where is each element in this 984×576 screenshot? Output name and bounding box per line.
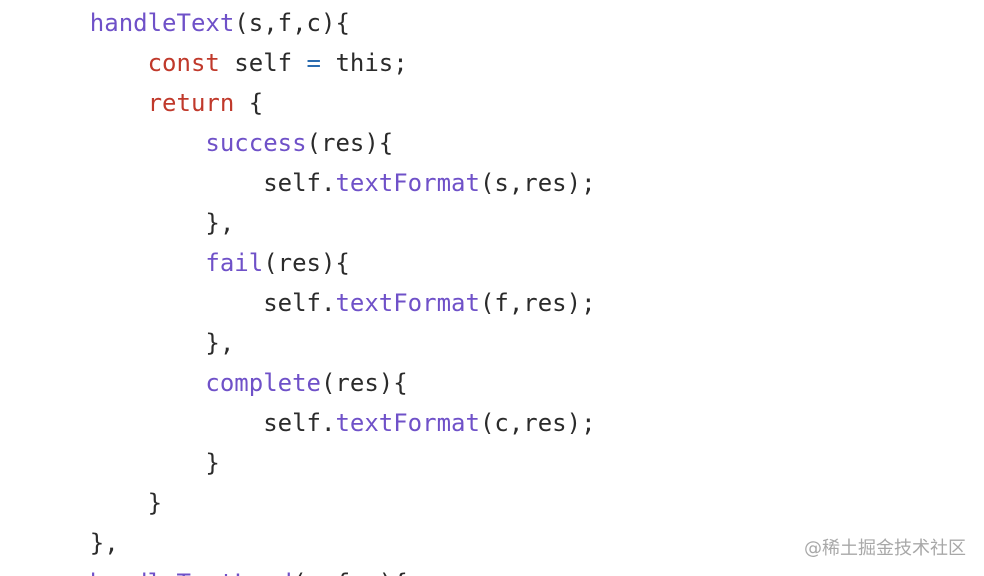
code-line: const self = this; [32, 43, 408, 83]
code-line: } [32, 483, 162, 523]
code-line: }, [32, 523, 119, 563]
code-token-plain: (res){ [320, 369, 408, 397]
code-token-fn: handleTextLoad [90, 569, 292, 576]
code-line: } [32, 443, 220, 483]
code-token-fn: textFormat [335, 409, 480, 437]
code-token-fn: success [205, 129, 307, 157]
code-line: self.textFormat(s,res); [32, 163, 596, 203]
code-token-plain [32, 89, 148, 117]
code-token-fn: textFormat [335, 289, 480, 317]
code-token-plain: (s,res); [479, 169, 596, 197]
code-token-plain: (res){ [263, 249, 350, 277]
code-token-plain: } [32, 489, 163, 517]
code-token-plain: }, [32, 529, 119, 557]
code-token-kw: const [147, 49, 220, 77]
code-line: }, [32, 323, 234, 363]
code-token-plain [32, 249, 205, 277]
code-line: handleTextLoad(s,f,c){ [32, 563, 408, 576]
code-token-plain: (s,f,c){ [234, 9, 350, 37]
code-token-plain: self. [32, 409, 336, 437]
code-token-plain: self. [32, 289, 336, 317]
code-token-plain [32, 569, 90, 576]
code-token-fn: fail [205, 249, 264, 277]
code-token-plain: this; [321, 49, 408, 77]
code-token-fn: textFormat [335, 169, 480, 197]
code-line: self.textFormat(c,res); [32, 403, 596, 443]
code-token-plain: }, [32, 209, 235, 237]
code-token-plain [32, 49, 148, 77]
code-token-op: = [306, 49, 321, 77]
code-line: success(res){ [32, 123, 393, 163]
code-token-plain: } [32, 449, 220, 477]
code-token-plain: (res){ [306, 129, 394, 157]
watermark: @稀土掘金技术社区 [804, 538, 966, 559]
code-token-plain: self [219, 49, 307, 77]
code-line: complete(res){ [32, 363, 408, 403]
code-line: fail(res){ [32, 243, 350, 283]
code-line: }, [32, 203, 234, 243]
code-line: return { [32, 83, 264, 123]
code-token-plain [32, 129, 205, 157]
code-token-plain: self. [32, 169, 336, 197]
code-token-fn: handleText [89, 9, 235, 37]
code-token-plain: (c,res); [479, 409, 596, 437]
code-token-plain: (s,f,c){ [292, 569, 408, 576]
code-token-plain: { [234, 89, 264, 117]
code-token-kw: return [147, 89, 235, 117]
code-line: self.textFormat(f,res); [32, 283, 596, 323]
code-token-plain [32, 9, 90, 37]
code-token-plain [32, 369, 205, 397]
code-line: handleText(s,f,c){ [32, 3, 350, 43]
code-token-plain: (f,res); [479, 289, 596, 317]
code-token-fn: complete [205, 369, 321, 397]
code-token-plain: }, [32, 329, 235, 357]
